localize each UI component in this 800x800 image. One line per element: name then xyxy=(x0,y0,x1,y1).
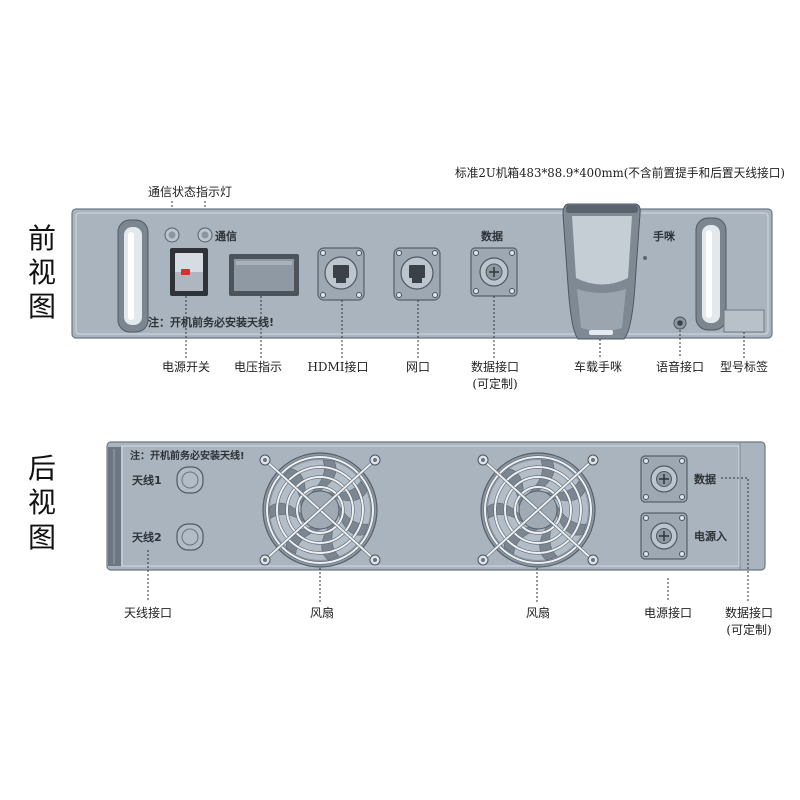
rear-panel-inset xyxy=(121,445,740,567)
antenna-port-2 xyxy=(176,523,204,551)
status-led-1 xyxy=(164,227,180,243)
fan-right xyxy=(477,452,599,568)
callout-front-data-port-note: (可定制) xyxy=(472,376,517,391)
power-switch-indicator xyxy=(181,269,190,275)
front-data-connector xyxy=(470,247,518,297)
rear-warning-text: 注：开机前务必安装天线! xyxy=(130,449,245,462)
fan-left-guard xyxy=(263,455,377,565)
rear-view-title-char-2: 视 xyxy=(28,486,56,519)
callout-model-label: 型号标签 xyxy=(720,359,768,374)
vehicle-microphone xyxy=(562,203,641,340)
rear-label-antenna-2: 天线2 xyxy=(132,530,162,544)
callout-antenna-port: 天线接口 xyxy=(124,605,172,620)
dimension-note: 标准2U机箱483*88.9*400mm(不含前置提手和后置天线接口) xyxy=(455,165,785,180)
power-input-connector xyxy=(640,512,688,560)
front-panel: 通信 xyxy=(71,203,773,340)
callout-rear-data-port: 数据接口 xyxy=(725,605,773,620)
status-led-2 xyxy=(197,227,213,243)
rear-view-title-char-1: 后 xyxy=(28,452,56,485)
front-view-title-char-3: 图 xyxy=(28,290,56,323)
rear-label-data: 数据 xyxy=(694,472,716,486)
rear-data-connector xyxy=(640,455,688,503)
front-warning-text: 注：开机前务必安装天线! xyxy=(148,315,274,329)
callout-vehicle-mic: 车载手咪 xyxy=(574,359,622,374)
rear-panel: 注：开机前务必安装天线! 天线1 天线2 xyxy=(106,441,766,571)
callout-fan-left: 风扇 xyxy=(310,605,334,620)
audio-jack xyxy=(673,316,687,330)
callout-fan-right: 风扇 xyxy=(526,605,550,620)
callout-power-switch: 电源开关 xyxy=(162,360,210,374)
front-view-title-char-1: 前 xyxy=(28,222,56,255)
indicator-callout-label: 通信状态指示灯 xyxy=(148,184,232,199)
rear-label-power-in: 电源入 xyxy=(694,529,727,543)
leader-rear-data-port xyxy=(721,477,749,602)
callout-audio-jack: 语音接口 xyxy=(656,359,704,374)
mic-holder-dot xyxy=(643,256,647,260)
front-panel-inset xyxy=(75,212,769,335)
callout-power-port: 电源接口 xyxy=(644,605,692,620)
front-view-title: 前 视 图 xyxy=(28,222,56,323)
panel-label-mic: 手咪 xyxy=(653,229,676,243)
network-port xyxy=(393,247,441,301)
rear-label-antenna-1: 天线1 xyxy=(132,473,162,487)
model-label-plate xyxy=(723,309,765,333)
fan-left xyxy=(259,452,381,568)
power-switch xyxy=(170,248,208,296)
callout-rear-data-port-note: (可定制) xyxy=(726,622,771,637)
callout-voltage-indicator: 电压指示 xyxy=(234,359,282,374)
hdmi-connector xyxy=(317,247,365,301)
voltage-display xyxy=(229,254,299,296)
panel-label-data: 数据 xyxy=(481,229,503,243)
front-view-title-char-2: 视 xyxy=(28,256,56,289)
panel-label-comm: 通信 xyxy=(215,229,237,243)
callout-hdmi: HDMI接口 xyxy=(307,359,368,374)
fan-right-guard xyxy=(481,455,595,565)
rear-view-title-char-3: 图 xyxy=(28,521,56,554)
left-handle xyxy=(117,219,149,333)
rear-view-title: 后 视 图 xyxy=(28,452,56,554)
antenna-port-1 xyxy=(176,466,204,494)
callout-front-data-port: 数据接口 xyxy=(471,359,519,374)
right-handle xyxy=(695,217,727,331)
callout-network: 网口 xyxy=(406,360,430,374)
